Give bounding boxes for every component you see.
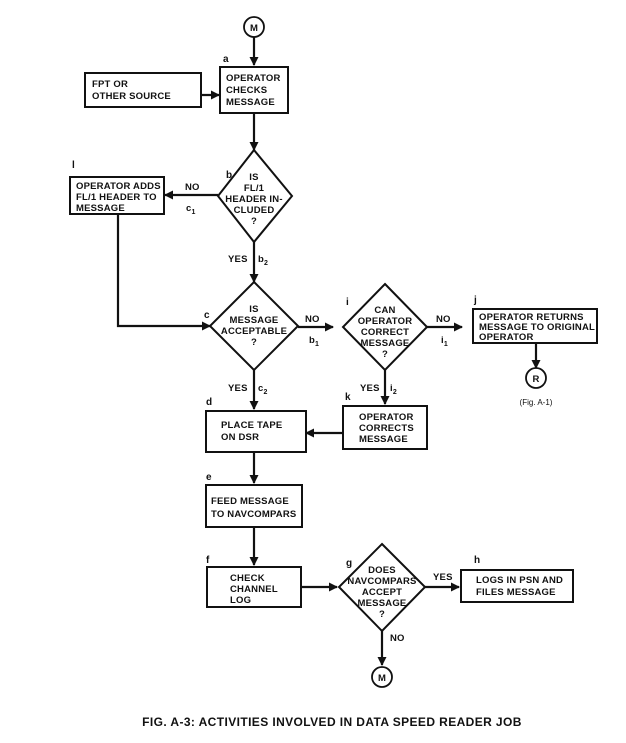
svg-text:M: M — [378, 673, 386, 684]
svg-text:b1: b1 — [309, 335, 319, 348]
svg-text:d: d — [206, 397, 212, 408]
svg-text:OPERATOR ADDS: OPERATOR ADDS — [76, 181, 161, 192]
svg-text:NO: NO — [305, 314, 320, 325]
edge-label-i-no: NO i1 — [436, 314, 451, 348]
svg-text:a: a — [223, 54, 229, 65]
svg-text:b: b — [226, 170, 232, 181]
svg-text:FL/1: FL/1 — [244, 183, 265, 194]
fig-a1-reference: (Fig. A-1) — [520, 398, 553, 407]
svg-text:M: M — [250, 23, 258, 34]
svg-text:ON DSR: ON DSR — [221, 432, 259, 443]
svg-text:YES: YES — [360, 383, 380, 394]
edge-label-c-yes: YES c2 — [228, 383, 268, 396]
svg-text:i1: i1 — [441, 335, 448, 348]
arrow-l-to-c — [116, 214, 211, 331]
svg-text:FILES MESSAGE: FILES MESSAGE — [476, 587, 556, 598]
svg-text:?: ? — [379, 609, 385, 620]
svg-text:e: e — [206, 472, 212, 483]
svg-text:OPERATOR: OPERATOR — [226, 73, 281, 84]
figure-caption: FIG. A-3: ACTIVITIES INVOLVED IN DATA SP… — [142, 715, 522, 729]
node-h-logs-in-psn: h LOGS IN PSN AND FILES MESSAGE — [460, 555, 574, 603]
node-b-header-included-decision: b IS FL/1 HEADER IN- CLUDED ? — [216, 148, 294, 244]
svg-text:TO NAVCOMPARS: TO NAVCOMPARS — [211, 509, 296, 520]
svg-text:ACCEPT: ACCEPT — [362, 587, 402, 598]
node-f-check-channel-log: f CHECK CHANNEL LOG — [206, 555, 302, 608]
connectors — [116, 37, 541, 666]
connector-m-bottom: M — [371, 666, 393, 688]
svg-text:OTHER SOURCE: OTHER SOURCE — [92, 91, 171, 102]
svg-text:CAN: CAN — [374, 305, 395, 316]
svg-text:g: g — [346, 558, 352, 569]
edge-label-c-no: NO b1 — [305, 314, 320, 348]
svg-text:MESSAGE: MESSAGE — [359, 434, 408, 445]
node-k-operator-corrects-message: k OPERATOR CORRECTS MESSAGE — [342, 392, 428, 450]
svg-text:CHANNEL: CHANNEL — [230, 584, 278, 595]
svg-text:IS: IS — [249, 304, 258, 315]
svg-text:CORRECT: CORRECT — [361, 327, 409, 338]
svg-text:FEED MESSAGE: FEED MESSAGE — [211, 496, 289, 507]
svg-text:NO: NO — [185, 182, 200, 193]
svg-text:j: j — [473, 295, 477, 306]
svg-text:CHECK: CHECK — [230, 573, 265, 584]
svg-text:NO: NO — [436, 314, 451, 325]
svg-text:YES: YES — [228, 254, 248, 265]
svg-text:?: ? — [251, 337, 257, 348]
node-a-operator-checks-message: a OPERATOR CHECKS MESSAGE — [219, 54, 289, 114]
svg-text:OPERATOR: OPERATOR — [359, 412, 414, 423]
svg-text:c: c — [204, 310, 210, 321]
svg-text:FPT OR: FPT OR — [92, 79, 128, 90]
svg-text:MESSAGE: MESSAGE — [76, 203, 125, 214]
svg-text:LOGS IN PSN AND: LOGS IN PSN AND — [476, 575, 563, 586]
svg-text:i2: i2 — [390, 383, 397, 396]
node-j-operator-returns-message: j OPERATOR RETURNS MESSAGE TO ORIGINAL O… — [472, 295, 598, 344]
node-fpt-or-other-source: FPT OR OTHER SOURCE — [84, 72, 202, 108]
svg-text:OPERATOR RETURNS: OPERATOR RETURNS — [479, 312, 584, 323]
svg-text:CLUDED: CLUDED — [234, 205, 275, 216]
node-e-feed-message: e FEED MESSAGE TO NAVCOMPARS — [205, 472, 303, 528]
edge-label-b-no: NO c1 — [185, 182, 200, 216]
svg-text:MESSAGE: MESSAGE — [226, 97, 275, 108]
edge-labels: NO c1 YES b2 NO b1 YES c2 NO i1 YES i2 Y… — [185, 182, 453, 644]
svg-text:MESSAGE: MESSAGE — [361, 338, 410, 349]
edge-label-g-no: NO — [390, 633, 405, 644]
connector-r: R (Fig. A-1) — [520, 367, 553, 407]
svg-text:LOG: LOG — [230, 595, 251, 606]
node-i-can-operator-correct-decision: i CAN OPERATOR CORRECT MESSAGE ? — [341, 282, 429, 372]
edge-label-b-yes: YES b2 — [228, 254, 268, 267]
svg-text:CHECKS: CHECKS — [226, 85, 267, 96]
svg-text:FL/1 HEADER TO: FL/1 HEADER TO — [76, 192, 157, 203]
svg-text:i: i — [346, 297, 349, 308]
node-c-message-acceptable-decision: c IS MESSAGE ACCEPTABLE ? — [204, 280, 300, 372]
connector-m-top: M — [243, 16, 265, 38]
svg-text:c2: c2 — [258, 383, 268, 396]
edge-label-i-yes: YES i2 — [360, 383, 397, 396]
svg-text:ACCEPTABLE: ACCEPTABLE — [221, 326, 287, 337]
svg-text:CORRECTS: CORRECTS — [359, 423, 414, 434]
svg-text:OPERATOR: OPERATOR — [479, 332, 534, 343]
node-d-place-tape-on-dsr: d PLACE TAPE ON DSR — [205, 397, 307, 453]
svg-text:HEADER IN-: HEADER IN- — [225, 194, 282, 205]
svg-text:MESSAGE TO ORIGINAL: MESSAGE TO ORIGINAL — [479, 322, 595, 333]
svg-text:?: ? — [251, 216, 257, 227]
svg-text:k: k — [345, 392, 351, 403]
node-g-navcompars-accept-decision: g DOES NAVCOMPARS ACCEPT MESSAGE ? — [337, 542, 427, 633]
edge-label-g-yes: YES — [433, 572, 453, 583]
svg-text:OPERATOR: OPERATOR — [358, 316, 413, 327]
node-l-operator-adds-header: l OPERATOR ADDS FL/1 HEADER TO MESSAGE — [69, 160, 165, 215]
svg-text:MESSAGE: MESSAGE — [230, 315, 279, 326]
svg-text:b2: b2 — [258, 254, 268, 267]
svg-text:IS: IS — [249, 172, 258, 183]
svg-text:c1: c1 — [186, 203, 196, 216]
svg-text:YES: YES — [228, 383, 248, 394]
svg-text:NAVCOMPARS: NAVCOMPARS — [347, 576, 416, 587]
svg-text:f: f — [206, 555, 210, 566]
svg-text:PLACE TAPE: PLACE TAPE — [221, 420, 282, 431]
svg-text:R: R — [532, 374, 539, 385]
svg-text:?: ? — [382, 349, 388, 360]
svg-text:l: l — [72, 160, 75, 171]
svg-text:h: h — [474, 555, 480, 566]
svg-text:DOES: DOES — [368, 565, 396, 576]
svg-text:MESSAGE: MESSAGE — [358, 598, 407, 609]
